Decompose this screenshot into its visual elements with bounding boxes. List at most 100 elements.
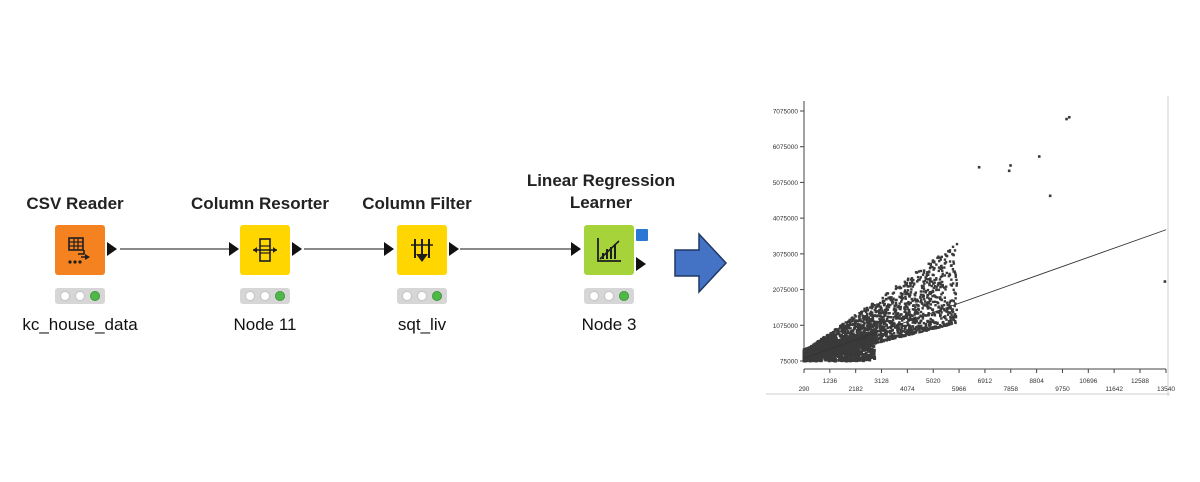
data-point [856,342,860,346]
data-point [899,286,903,290]
data-point [931,259,935,262]
data-point [802,348,806,352]
data-point [895,303,898,307]
data-point [818,354,822,358]
data-point [834,350,838,354]
data-point [902,324,905,328]
data-point [842,338,846,342]
data-point [879,325,883,328]
data-point [924,289,928,293]
column-resorter-node[interactable] [240,225,290,275]
node-label-node-11[interactable]: Node 11 [233,315,297,334]
data-point [845,347,849,351]
csv-reader-node[interactable] [55,225,105,275]
input-port[interactable] [229,242,239,256]
data-point [931,273,934,276]
data-point [898,331,901,334]
data-point [839,339,843,343]
data-point [914,328,917,331]
data-point [845,327,848,331]
data-point [952,318,956,322]
pmml-output-port[interactable] [636,229,648,241]
data-point [842,330,845,333]
data-point [870,323,873,326]
data-point [890,333,894,336]
data-point [849,348,853,352]
data-point [933,278,936,282]
model-output-port[interactable] [636,257,646,271]
data-point [898,302,901,305]
data-point [945,318,948,321]
data-point [951,308,955,311]
node-label-kc-house-data[interactable]: kc_house_data [22,315,138,334]
data-point [921,329,925,333]
node-label-sqt-liv[interactable]: sqt_liv [397,315,447,334]
data-point [908,331,911,335]
data-point [930,313,934,317]
data-point [866,322,869,325]
data-point [905,291,908,294]
data-point [930,280,934,283]
data-point [848,341,852,345]
data-point [935,263,938,266]
output-port[interactable] [292,242,302,256]
data-point [866,324,869,328]
data-point [856,326,860,330]
data-point [862,317,866,320]
node-label-node-3[interactable]: Node 3 [581,315,637,334]
output-port[interactable] [107,242,117,256]
data-point [831,358,835,362]
data-point [918,321,922,325]
data-point [909,301,912,305]
outlier-point [1065,117,1068,121]
data-point [927,277,930,281]
data-point [851,319,854,323]
data-point [839,335,842,339]
data-point [886,335,890,339]
data-point [847,359,851,363]
data-point [824,340,827,343]
data-point [873,356,877,360]
data-point [935,285,938,289]
data-point [939,296,942,299]
data-point [893,334,896,338]
data-point [825,356,829,360]
data-point [948,249,952,252]
data-point [910,318,913,321]
data-point [852,332,855,336]
data-point [826,347,830,351]
data-point [892,324,895,327]
data-point [845,345,849,349]
data-point [915,303,918,306]
data-point [953,249,957,252]
data-point [861,340,865,344]
data-point [905,292,908,296]
data-point [807,346,811,350]
data-point [881,325,884,328]
data-point [951,282,955,285]
data-point [813,357,817,361]
data-point [853,342,857,346]
data-point [903,302,907,305]
data-point [851,329,855,333]
data-point [873,328,876,331]
input-port[interactable] [571,242,581,256]
output-port[interactable] [449,242,459,256]
input-port[interactable] [384,242,394,256]
data-point [950,313,953,317]
data-point [933,295,937,298]
linear-regression-learner-node[interactable] [584,225,634,275]
data-point [883,331,887,334]
data-point [871,318,875,321]
data-point [854,322,857,325]
data-point [851,318,854,321]
data-point [920,330,923,334]
data-point [906,278,910,282]
data-point [876,303,879,306]
node-status-lights [240,288,290,304]
column-filter-node[interactable] [397,225,447,275]
data-point [885,329,888,333]
data-point [858,336,862,340]
data-point [869,324,872,327]
data-point [917,322,920,325]
